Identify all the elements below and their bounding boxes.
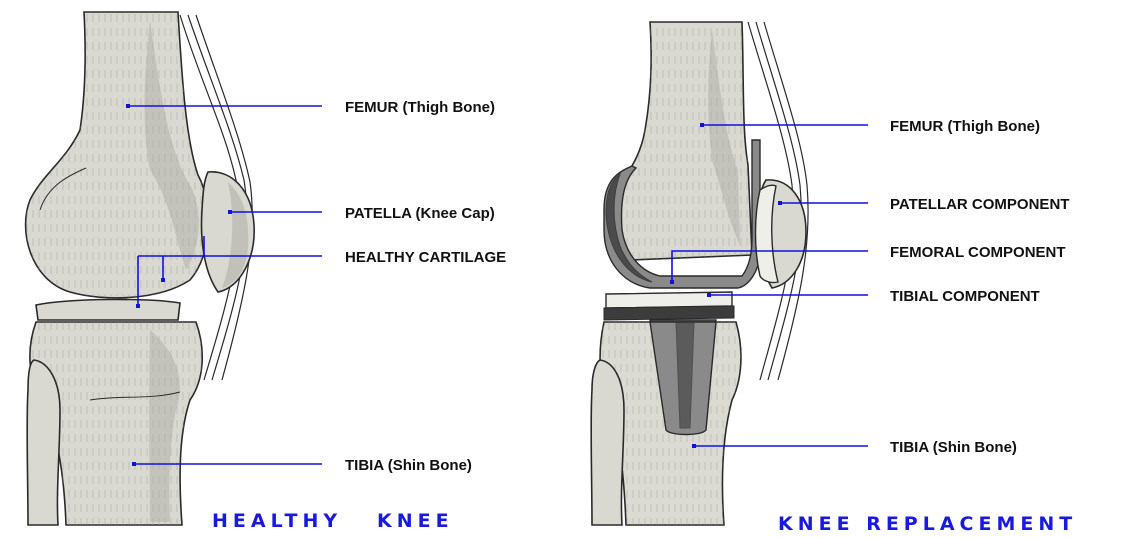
label-femur-replacement: FEMUR (Thigh Bone) bbox=[890, 118, 1040, 135]
label-femoral-component: FEMORAL COMPONENT bbox=[890, 244, 1066, 261]
label-tibia-replacement: TIBIA (Shin Bone) bbox=[890, 439, 1017, 456]
label-tibial-component: TIBIAL COMPONENT bbox=[890, 288, 1040, 305]
label-patellar-component: PATELLAR COMPONENT bbox=[890, 196, 1069, 213]
healthy-knee-illustration bbox=[26, 12, 255, 525]
label-femur: FEMUR (Thigh Bone) bbox=[345, 99, 495, 116]
patellar-component bbox=[756, 180, 807, 288]
label-healthy-cartilage: HEALTHY CARTILAGE bbox=[345, 249, 506, 266]
replacement-tibia bbox=[591, 322, 741, 525]
healthy-cartilage bbox=[36, 299, 180, 320]
title-knee-replacement: KNEE REPLACEMENT bbox=[778, 513, 1077, 535]
replacement-knee-illustration bbox=[591, 22, 808, 525]
healthy-patella bbox=[202, 172, 255, 292]
healthy-tibia bbox=[27, 322, 202, 525]
label-tibia: TIBIA (Shin Bone) bbox=[345, 457, 472, 474]
label-patella: PATELLA (Knee Cap) bbox=[345, 205, 495, 222]
title-healthy-knee: HEALTHY KNEE bbox=[212, 510, 454, 532]
replacement-femur bbox=[609, 22, 752, 260]
healthy-femur bbox=[26, 12, 209, 298]
